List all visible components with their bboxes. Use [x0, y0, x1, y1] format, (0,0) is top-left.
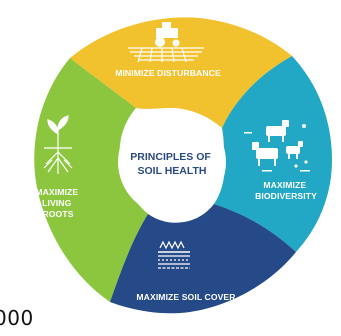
svg-text:MAXIMIZE SOIL COVER: MAXIMIZE SOIL COVER — [136, 292, 236, 302]
livestock-icon — [244, 120, 310, 172]
center-title-line2: SOIL HEALTH — [137, 165, 206, 177]
svg-text:PRINCIPLES OF SOIL HEALT: PRINCIPLES OF SOIL HEALTH — [130, 151, 213, 177]
label-biodiversity-line2: BIODIVERSITY — [255, 191, 317, 201]
svg-text:MAXIMIZE BIODIVERSITY: MAXIMIZE BIODIVERSITY — [255, 180, 317, 201]
tractor-icon — [128, 22, 204, 63]
label-roots-line3: ROOTS — [42, 209, 73, 219]
label-biodiversity-line1: MAXIMIZE — [263, 180, 306, 190]
svg-text:MAXIMIZE LIVING RO: MAXIMIZE LIVING ROOTS — [35, 187, 80, 219]
stray-text: 000 — [0, 306, 34, 330]
svg-text:MINIMIZE DISTURBANCE: MINIMIZE DISTURBANCE — [115, 68, 221, 78]
center-title-line1: PRINCIPLES OF — [130, 151, 211, 163]
soil-cover-icon — [158, 240, 190, 269]
label-roots-line2: LIVING — [42, 198, 71, 208]
plant-roots-icon — [43, 115, 73, 174]
label-minimize-disturbance: MINIMIZE DISTURBANCE — [115, 68, 221, 78]
center-circle — [118, 108, 226, 216]
segment-maximize-soil-cover — [110, 204, 296, 314]
label-roots-line1: MAXIMIZE — [35, 187, 78, 197]
label-soil-cover: MAXIMIZE SOIL COVER — [136, 292, 236, 302]
segment-minimize-disturbance — [70, 17, 292, 128]
